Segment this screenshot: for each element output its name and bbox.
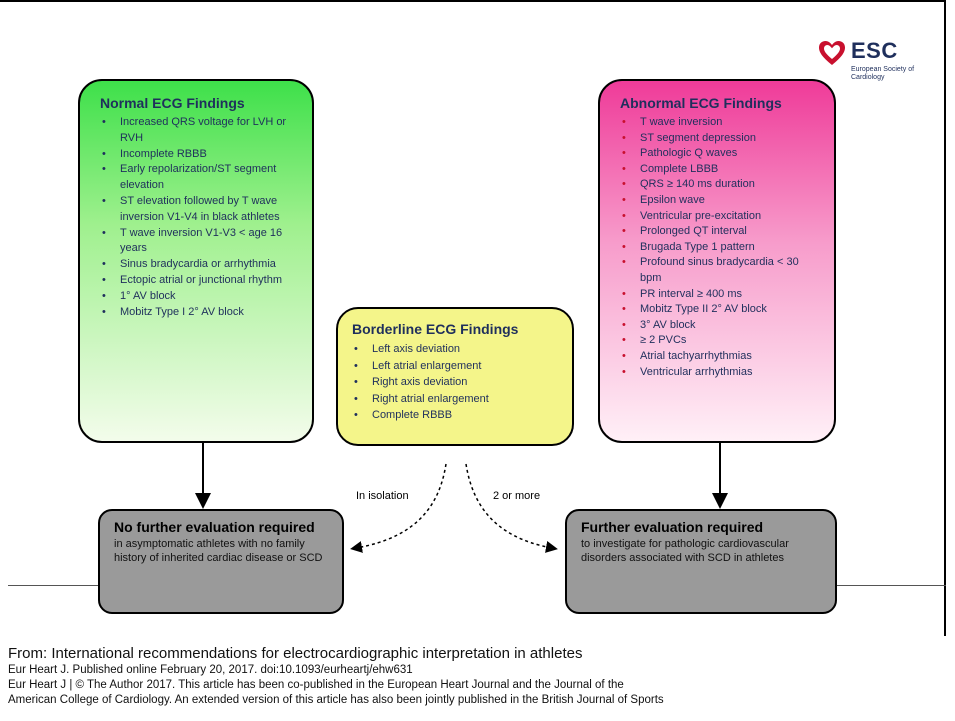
list-item: QRS ≥ 140 ms duration: [620, 177, 822, 193]
normal-findings-list: Increased QRS voltage for LVH or RVH Inc…: [100, 115, 300, 320]
borderline-findings-list: Left axis deviation Left atrial enlargem…: [352, 341, 560, 424]
list-item: Mobitz Type II 2° AV block: [620, 302, 822, 318]
list-item: Right atrial enlargement: [352, 391, 560, 408]
no-further-evaluation-title: No further evaluation required: [114, 519, 315, 535]
list-item: Pathologic Q waves: [620, 146, 822, 162]
list-item: Complete RBBB: [352, 407, 560, 424]
list-item: Atrial tachyarrhythmias: [620, 349, 822, 365]
isolation-dashed-arrow: [350, 463, 447, 553]
list-item: Ectopic atrial or junctional rhythm: [100, 273, 300, 289]
list-item: Brugada Type 1 pattern: [620, 240, 822, 256]
list-item: Left axis deviation: [352, 341, 560, 358]
normal-findings-title: Normal ECG Findings: [100, 95, 245, 111]
list-item: Right axis deviation: [352, 374, 560, 391]
list-item: ST elevation followed by T wave inversio…: [100, 194, 300, 226]
list-item: Incomplete RBBB: [100, 147, 300, 163]
further-evaluation-desc: to investigate for pathologic cardiovasc…: [581, 538, 789, 564]
further-evaluation-title: Further evaluation required: [581, 519, 764, 535]
caption-title: From: International recommendations for …: [8, 645, 583, 662]
list-item: Epsilon wave: [620, 193, 822, 209]
further-evaluation-box: Further evaluation required to investiga…: [565, 509, 837, 614]
normal-findings-box: Normal ECG Findings Increased QRS voltag…: [78, 79, 314, 443]
list-item: ≥ 2 PVCs: [620, 333, 822, 349]
list-item: Ventricular pre-excitation: [620, 209, 822, 225]
list-item: Mobitz Type I 2° AV block: [100, 305, 300, 321]
list-item: Early repolarization/ST segment elevatio…: [100, 162, 300, 194]
figure-caption: From: International recommendations for …: [8, 645, 953, 708]
list-item: Increased QRS voltage for LVH or RVH: [100, 115, 300, 147]
list-item: Ventricular arrhythmias: [620, 365, 822, 381]
list-item: T wave inversion: [620, 115, 822, 131]
list-item: Profound sinus bradycardia < 30 bpm: [620, 255, 822, 286]
list-item: Complete LBBB: [620, 162, 822, 178]
in-isolation-label: In isolation: [356, 490, 409, 502]
caption-citation: Eur Heart J. Published online February 2…: [8, 664, 413, 676]
list-item: Prolonged QT interval: [620, 224, 822, 240]
abnormal-findings-box: Abnormal ECG Findings T wave inversion S…: [598, 79, 836, 443]
no-further-evaluation-box: No further evaluation required in asympt…: [98, 509, 344, 614]
list-item: T wave inversion V1-V3 < age 16 years: [100, 226, 300, 258]
abnormal-findings-list: T wave inversion ST segment depression P…: [620, 115, 822, 380]
list-item: ST segment depression: [620, 131, 822, 147]
list-item: 1° AV block: [100, 289, 300, 305]
list-item: Left atrial enlargement: [352, 358, 560, 375]
logo-wordmark: ESC: [851, 38, 898, 63]
logo-subtitle: European Society of Cardiology: [851, 66, 915, 81]
two-or-more-label: 2 or more: [493, 490, 541, 502]
two-or-more-dashed-arrow: [465, 463, 558, 553]
borderline-findings-title: Borderline ECG Findings: [352, 321, 519, 337]
heart-icon: [819, 41, 845, 65]
figure-panel: ESC European Society of Cardiology Norma…: [0, 0, 946, 636]
list-item: 3° AV block: [620, 318, 822, 334]
list-item: Sinus bradycardia or arrhythmia: [100, 257, 300, 273]
esc-logo: ESC European Society of Cardiology: [818, 38, 948, 98]
abnormal-findings-title: Abnormal ECG Findings: [620, 95, 782, 111]
list-item: PR interval ≥ 400 ms: [620, 287, 822, 303]
no-further-evaluation-desc: in asymptomatic athletes with no family …: [114, 538, 323, 564]
divider-right: [837, 585, 946, 586]
caption-copyright: Eur Heart J | © The Author 2017. This ar…: [8, 679, 624, 691]
divider-left: [8, 585, 98, 586]
caption-copublication: American College of Cardiology. An exten…: [8, 694, 664, 706]
borderline-findings-box: Borderline ECG Findings Left axis deviat…: [336, 307, 574, 446]
